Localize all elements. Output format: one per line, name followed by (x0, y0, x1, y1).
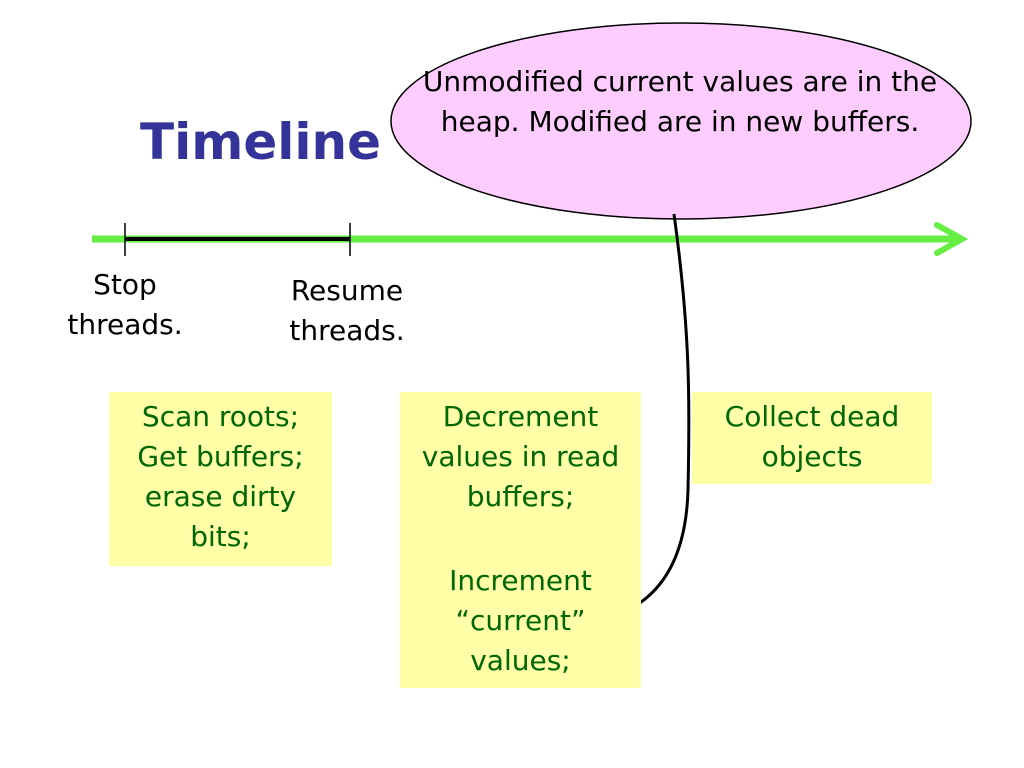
collect-text: Collect dead objects (724, 400, 900, 473)
resume-threads-label: Resume threads. (289, 274, 405, 347)
scan-roots-text: Scan roots; Get buffers; erase dirty bit… (137, 400, 304, 553)
timeline-arrowhead (934, 222, 969, 256)
decrement-text: Decrement values in read buffers; (421, 400, 620, 513)
stop-threads-label: Stop threads. (67, 268, 183, 341)
scan-roots-box: Scan roots; Get buffers; erase dirty bit… (109, 392, 332, 566)
callout-text: Unmodified current values are in the hea… (422, 65, 938, 138)
collect-dead-objects-box: Collect dead objects (692, 392, 932, 484)
callout-connector (613, 213, 691, 618)
callout-bubble (390, 22, 972, 220)
slide-title: Timeline (140, 113, 382, 171)
decrement-increment-box: Decrement values in read buffers; Increm… (400, 392, 641, 688)
increment-text: Increment “current” values; (449, 564, 592, 677)
